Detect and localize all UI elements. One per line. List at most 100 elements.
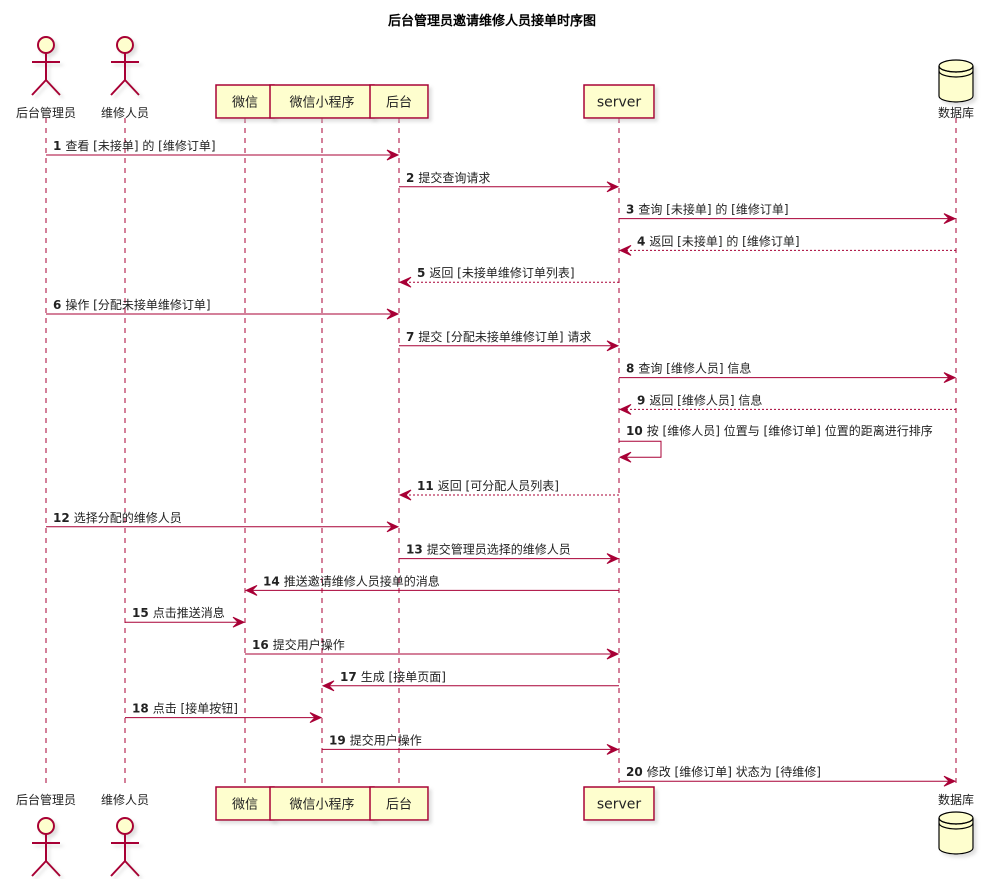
message-number: 2 <box>406 171 414 185</box>
message-label: 11 返回 [可分配人员列表] <box>417 479 559 493</box>
message-text: 查看 [未接单] 的 [维修订单] <box>65 138 215 153</box>
message-3: 3 查询 [未接单] 的 [维修订单] <box>619 202 957 225</box>
diagram-title: 后台管理员邀请维修人员接单时序图 <box>388 13 596 29</box>
message-12: 12 选择分配的维修人员 <box>46 510 400 533</box>
message-13: 13 提交管理员选择的维修人员 <box>399 542 620 565</box>
message-text: 返回 [未接单维修订单列表] <box>429 265 574 280</box>
participant-label-miniapp: 微信小程序 <box>289 798 354 813</box>
message-number: 18 <box>132 702 149 716</box>
message-text: 返回 [未接单] 的 [维修订单] <box>649 233 799 248</box>
message-text: 操作 [分配未接单维修订单] <box>65 297 210 312</box>
messages: 1 查看 [未接单] 的 [维修订单] 2 提交查询请求 3 查询 [未接单] 的 [维修… <box>46 138 957 787</box>
message-1: 1 查看 [未接单] 的 [维修订单] <box>46 138 400 161</box>
message-number: 20 <box>626 765 643 779</box>
message-20: 20 修改 [维修订单] 状态为 [待维修] <box>619 764 957 787</box>
message-text: 查询 [未接单] 的 [维修订单] <box>638 202 788 217</box>
message-18: 18 点击 [接单按钮] <box>125 701 323 724</box>
message-text: 提交用户操作 <box>350 732 422 747</box>
participant-box-server-top <box>583 84 655 119</box>
message-label: 2 提交查询请求 <box>406 170 490 185</box>
message-9: 9 返回 [维修人员] 信息 <box>618 392 956 415</box>
message-14: 14 推送邀请维修人员接单的消息 <box>244 573 619 596</box>
message-number: 11 <box>417 479 434 493</box>
message-label: 12 选择分配的维修人员 <box>53 510 182 525</box>
message-text: 查询 [维修人员] 信息 <box>638 361 751 376</box>
participant-box-wechat-top <box>215 84 275 119</box>
participant-label-repairer: 维修人员 <box>101 105 149 120</box>
message-number: 4 <box>637 234 645 248</box>
message-number: 1 <box>53 139 61 153</box>
message-label: 10 按 [维修人员] 位置与 [维修订单] 位置的距离进行排序 <box>626 423 933 438</box>
message-label: 20 修改 [维修订单] 状态为 [待维修] <box>626 764 821 779</box>
message-number: 12 <box>53 511 70 525</box>
participant-label-wechat: 微信 <box>232 798 258 813</box>
message-label: 8 查询 [维修人员] 信息 <box>626 361 751 376</box>
message-label: 4 返回 [未接单] 的 [维修订单] <box>637 233 800 248</box>
message-19: 19 提交用户操作 <box>322 732 620 755</box>
message-number: 16 <box>252 638 269 652</box>
participant-label-repairer: 维修人员 <box>101 792 149 807</box>
message-5: 5 返回 [未接单维修订单列表] <box>398 265 619 288</box>
message-number: 13 <box>406 543 423 557</box>
participant-box-server-bottom <box>583 786 655 821</box>
participant-label-wechat: 微信 <box>232 96 258 111</box>
message-11: 11 返回 [可分配人员列表] <box>398 479 619 501</box>
message-text: 返回 [维修人员] 信息 <box>649 392 762 407</box>
message-number: 8 <box>626 362 634 376</box>
message-text: 推送邀请维修人员接单的消息 <box>284 573 440 588</box>
message-2: 2 提交查询请求 <box>399 170 620 193</box>
message-number: 7 <box>406 330 414 344</box>
message-6: 6 操作 [分配未接单维修订单] <box>46 297 400 320</box>
message-number: 5 <box>417 266 425 280</box>
message-text: 返回 [可分配人员列表] <box>438 479 559 493</box>
message-label: 14 推送邀请维修人员接单的消息 <box>263 573 440 588</box>
actor-repairer-icon <box>110 817 140 877</box>
message-label: 19 提交用户操作 <box>329 732 422 747</box>
participant-label-db: 数据库 <box>938 792 974 807</box>
participant-label-server: server <box>597 95 642 111</box>
message-10: 10 按 [维修人员] 位置与 [维修订单] 位置的距离进行排序 <box>618 423 933 463</box>
message-text: 提交用户操作 <box>273 637 345 652</box>
message-text: 选择分配的维修人员 <box>74 510 182 525</box>
message-text: 点击 [接单按钮] <box>153 701 238 716</box>
participant-box-backend-top <box>369 84 429 119</box>
message-number: 3 <box>626 203 634 217</box>
message-label: 3 查询 [未接单] 的 [维修订单] <box>626 202 789 217</box>
message-label: 16 提交用户操作 <box>252 637 345 652</box>
message-text: 点击推送消息 <box>153 605 225 620</box>
message-label: 1 查看 [未接单] 的 [维修订单] <box>53 138 216 153</box>
message-label: 18 点击 [接单按钮] <box>132 701 238 716</box>
message-16: 16 提交用户操作 <box>245 637 620 660</box>
participant-label-db: 数据库 <box>938 105 974 120</box>
message-text: 提交 [分配未接单维修订单] 请求 <box>418 329 591 344</box>
participant-label-backend: 后台 <box>386 96 412 111</box>
message-4: 4 返回 [未接单] 的 [维修订单] <box>618 233 956 256</box>
message-text: 按 [维修人员] 位置与 [维修订单] 位置的距离进行排序 <box>647 423 933 438</box>
participant-label-miniapp: 微信小程序 <box>289 96 354 111</box>
message-number: 6 <box>53 298 61 312</box>
message-number: 14 <box>263 574 280 588</box>
message-label: 5 返回 [未接单维修订单列表] <box>417 265 575 280</box>
message-text: 提交查询请求 <box>418 170 490 185</box>
message-number: 10 <box>626 424 643 438</box>
message-text: 修改 [维修订单] 状态为 [待维修] <box>647 764 821 779</box>
actor-admin-icon <box>31 817 61 877</box>
actor-repairer-icon <box>110 36 140 96</box>
message-8: 8 查询 [维修人员] 信息 <box>619 361 957 384</box>
message-number: 19 <box>329 733 346 747</box>
message-7: 7 提交 [分配未接单维修订单] 请求 <box>399 329 620 352</box>
database-icon <box>938 811 974 855</box>
message-number: 9 <box>637 393 645 407</box>
message-label: 9 返回 [维修人员] 信息 <box>637 392 762 407</box>
participant-label-admin: 后台管理员 <box>16 792 76 807</box>
message-text: 提交管理员选择的维修人员 <box>427 542 571 557</box>
actor-admin-icon <box>31 36 61 96</box>
database-icon <box>938 59 974 103</box>
participant-label-backend: 后台 <box>386 798 412 813</box>
